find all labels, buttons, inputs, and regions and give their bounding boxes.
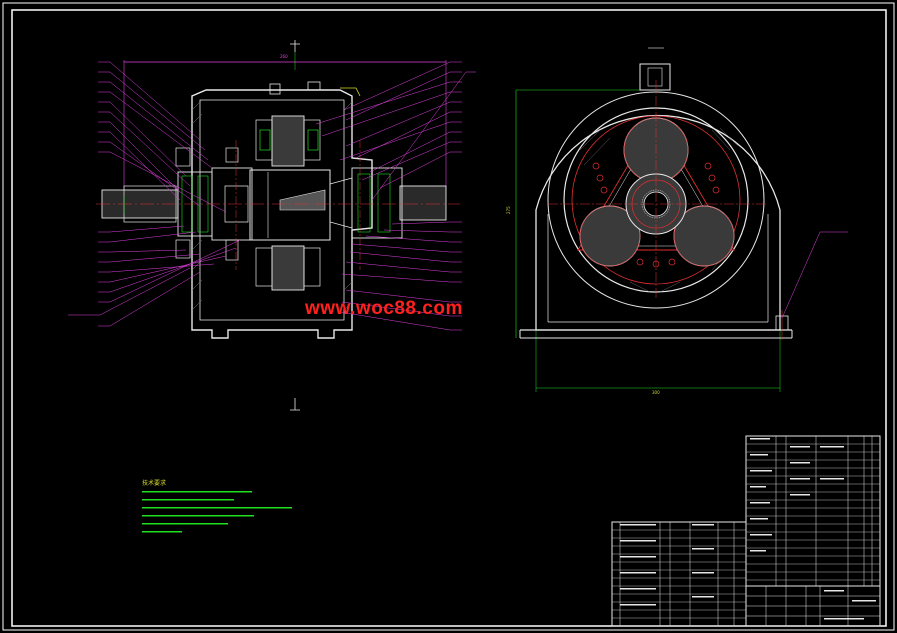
section-view: 260 — [68, 40, 476, 411]
housing-outline — [191, 89, 373, 339]
technical-notes: 技术要求 — [142, 480, 312, 541]
watermark-text: www.woc88.com — [305, 298, 463, 319]
vent-plug — [269, 83, 281, 95]
top-boss — [639, 63, 671, 91]
table-cell-marks — [620, 438, 876, 620]
svg-text:300: 300 — [652, 390, 660, 395]
bolt-holes — [592, 162, 720, 268]
title-block — [611, 435, 881, 627]
output-shaft — [399, 185, 447, 221]
planet-carrier-plate — [577, 117, 735, 251]
svg-text:260: 260 — [280, 54, 288, 59]
svg-text:275: 275 — [506, 206, 511, 214]
technical-notes-title: 技术要求 — [142, 480, 167, 487]
planet-gears — [579, 117, 735, 267]
lower-planet-gear — [271, 245, 305, 291]
inner-frame — [11, 9, 887, 627]
upper-planet-gear — [271, 115, 305, 167]
side-housing-outline — [535, 114, 781, 331]
technical-notes-lines — [142, 491, 292, 533]
side-view: 300 275 — [506, 47, 848, 395]
